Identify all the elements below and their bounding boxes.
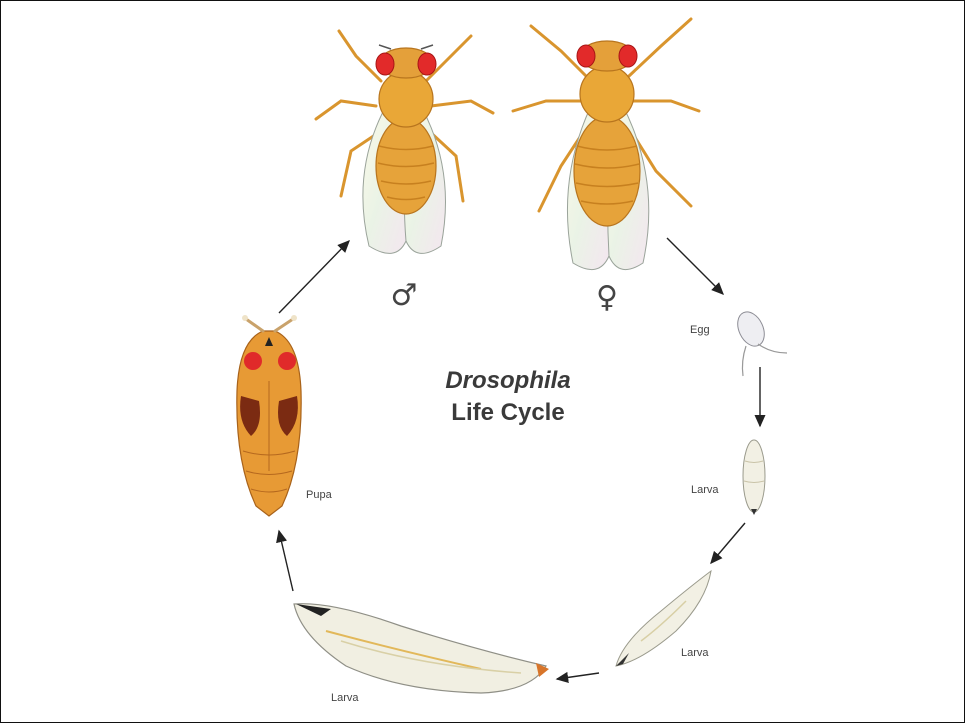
arrow-female-to-egg xyxy=(667,238,723,294)
arrow-larva3-to-pupa xyxy=(279,531,293,591)
arrow-larva2-to-larva3 xyxy=(557,673,599,679)
egg-illustration xyxy=(733,308,787,376)
male-symbol: ♂ xyxy=(391,278,418,313)
female-symbol: ♀ xyxy=(596,280,618,315)
larva-1-label: Larva xyxy=(691,484,719,496)
larva-3-illustration xyxy=(294,604,549,693)
arrow-larva1-to-larva2 xyxy=(711,523,745,563)
larva-1-illustration xyxy=(743,440,765,515)
larva-2-label: Larva xyxy=(681,647,709,659)
larva-3-label: Larva xyxy=(331,692,359,704)
pupa-illustration xyxy=(237,315,301,516)
female-fly xyxy=(513,19,699,270)
male-fly xyxy=(316,31,493,253)
pupa-label: Pupa xyxy=(306,489,333,501)
diagram-title-line2: Life Cycle xyxy=(451,399,564,426)
diagram-title-line1: Drosophila xyxy=(445,367,570,394)
egg-label: Egg xyxy=(690,324,710,336)
arrow-pupa-to-adult xyxy=(279,241,349,313)
